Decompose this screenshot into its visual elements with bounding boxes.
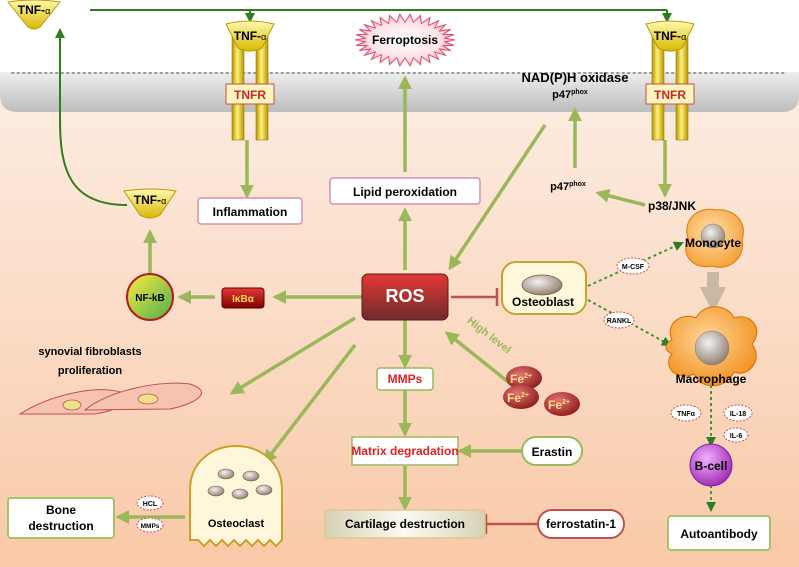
tnf-receptor-left: TNF-α TNFR	[225, 20, 275, 141]
mmps-node: MMPs	[376, 367, 434, 391]
nadph-oxidase-label: NAD(P)H oxidase	[522, 70, 629, 85]
macrophage-label: Macrophage	[676, 372, 747, 386]
fe2-label-2: Fe2+	[507, 391, 529, 405]
nfkb-node: NF-kB	[126, 273, 174, 321]
ferroptosis-starburst	[354, 13, 456, 67]
arrow-osteoblast-to-monocyte	[587, 241, 684, 287]
synovial-label-line2: proliferation	[58, 365, 122, 377]
inflammation-node: Inflammation	[197, 197, 303, 225]
bone-destruction-node: Bone destruction	[7, 497, 115, 539]
osteoblast-label: Osteoblast	[512, 295, 574, 309]
hcl-label: HCL	[143, 501, 158, 508]
p47phox-cytosol-label: p47phox	[550, 181, 586, 193]
ros-label: ROS	[385, 286, 424, 306]
cartilage-destruction-label: Cartilage destruction	[345, 517, 465, 531]
nfkb-label: NF-kB	[135, 293, 164, 304]
bone-destruction-line2: destruction	[28, 519, 93, 533]
fe2-ion-2: Fe2+	[503, 385, 539, 409]
tnf-alpha-top: TNF-α	[7, 0, 61, 30]
immune-arrows	[587, 241, 716, 512]
p38-jnk-label: p38/JNK	[648, 199, 696, 213]
mmps-label: MMPs	[388, 372, 423, 386]
osteoclast-label: Osteoclast	[208, 518, 265, 530]
lipid-peroxidation-node: Lipid peroxidation	[329, 177, 481, 205]
synovial-label-line1: synovial fibroblasts	[38, 346, 141, 358]
fe2-label-1: Fe2+	[510, 372, 532, 386]
arrow-fe-to-ros	[444, 331, 514, 387]
macrophage-cell: Macrophage	[665, 306, 758, 387]
fe2-label-3: Fe2+	[548, 398, 570, 412]
bcell-label: B-cell	[695, 459, 728, 473]
ferroptosis-node: Ferroptosis	[354, 13, 456, 67]
arrow-nadph-to-ros	[448, 124, 547, 271]
m-csf-label: M-CSF	[622, 264, 645, 271]
m-csf-badge: M-CSF	[616, 257, 650, 275]
tnf-alpha-right-label: TNF-α	[654, 29, 687, 43]
arrow-p38-to-p47	[595, 188, 646, 207]
ikba-node: IκBα	[221, 287, 265, 309]
erastin-label: Erastin	[532, 445, 573, 459]
rankl-badge: RANKL	[603, 311, 635, 329]
ikba-label: IκBα	[232, 294, 255, 305]
lipid-peroxidation-label: Lipid peroxidation	[353, 185, 457, 199]
tnf-alpha-left-label: TNF-α	[234, 29, 267, 43]
tnfr-right-label: TNFR	[654, 88, 686, 102]
inflammation-label: Inflammation	[213, 205, 288, 219]
autoantibody-label: Autoantibody	[680, 527, 758, 541]
tnf-alpha-top-label: TNF-α	[18, 3, 51, 17]
erastin-node: Erastin	[521, 436, 583, 466]
p47phox-membrane-label: p47phox	[552, 89, 588, 101]
autoantibody-node: Autoantibody	[667, 515, 771, 551]
cartilage-destruction-node: Cartilage destruction	[324, 509, 486, 539]
ros-node: ROS	[361, 273, 449, 321]
fe2-ion-3: Fe2+	[544, 392, 580, 416]
tnf-alpha-cytosol-label: TNF-α	[134, 193, 167, 207]
mmps-small-label: MMPs	[141, 523, 160, 530]
matrix-degradation-node: Matrix degradation	[351, 436, 459, 466]
tnf-alpha-cytosol: TNF-α	[123, 188, 177, 219]
tnf-loop-arrows	[55, 9, 672, 206]
tnf-receptor-right: TNF-α TNFR	[645, 20, 695, 141]
matrix-degradation-label: Matrix degradation	[351, 444, 458, 458]
tnfa-badge: TNFα	[670, 404, 702, 422]
tnfa-badge-label: TNFα	[677, 411, 696, 418]
il18-badge: IL-18	[723, 404, 753, 422]
bone-destruction-line1: Bone	[46, 503, 76, 517]
rankl-label: RANKL	[607, 318, 632, 325]
osteoblast-cell: Osteoblast	[501, 261, 587, 315]
ferrostatin-label: ferrostatin-1	[546, 517, 616, 531]
il18-label: IL-18	[730, 411, 746, 418]
monocyte-label: Monocyte	[685, 236, 741, 250]
inhibition-lines	[451, 288, 538, 534]
monocyte-cell: Monocyte	[685, 208, 744, 268]
cell-membrane	[0, 72, 799, 112]
activation-arrows	[115, 75, 672, 524]
il6-label: IL-6	[730, 433, 743, 440]
mmps-small-badge: MMPs	[136, 517, 164, 533]
il6-badge: IL-6	[723, 427, 749, 443]
arrow-tnfa-loop-up	[55, 28, 128, 206]
ferrostatin-node: ferrostatin-1	[537, 509, 625, 539]
arrow-ros-to-osteoclast	[263, 343, 357, 465]
fe2-ion-1: Fe2+	[506, 366, 542, 390]
arrow-ros-to-synovial	[229, 316, 356, 395]
ferroptosis-label: Ferroptosis	[372, 33, 438, 47]
tnfr-left-label: TNFR	[234, 88, 266, 102]
synovial-fibroblasts: synovial fibroblasts proliferation	[18, 346, 202, 415]
osteoclast-cell: Osteoclast	[189, 444, 283, 548]
bcell: B-cell	[689, 443, 733, 487]
hcl-badge: HCL	[136, 495, 164, 511]
